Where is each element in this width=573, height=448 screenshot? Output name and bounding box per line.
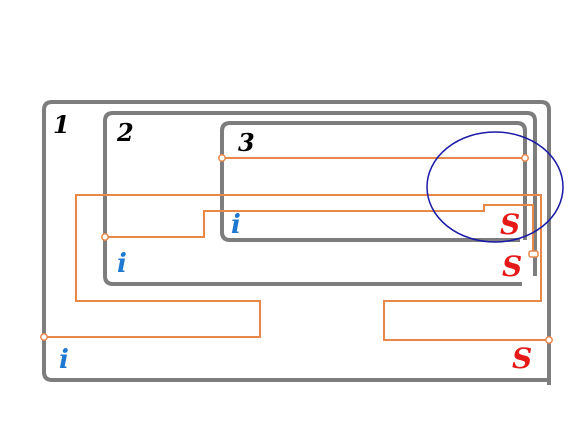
region-1-s-label: S: [512, 342, 532, 375]
region-3-number: 3: [238, 128, 255, 157]
wire-node-circle: [101, 233, 109, 241]
region-1-number: 1: [53, 110, 70, 139]
region-2-box: [103, 111, 537, 286]
region-3-i-label: i: [231, 210, 241, 240]
wire-region-2-stepped: [105, 204, 534, 253]
region-1-i-label: i: [59, 345, 69, 375]
wire-node-circle: [218, 154, 226, 162]
region-2-s-label: S: [502, 250, 522, 283]
wire-node-circle: [545, 336, 553, 344]
wire-region-1-outer: [44, 194, 549, 341]
region-3-s-label: S: [500, 208, 520, 241]
region-2-number: 2: [116, 118, 134, 147]
wire-nodes: [40, 154, 553, 344]
wire-node-circle: [40, 333, 48, 341]
region-3-box: [220, 121, 527, 242]
region-2-i-label: i: [117, 249, 127, 279]
wire-node-circle: [528, 250, 539, 258]
highlight-circle: [426, 131, 564, 243]
region-1-box: [42, 100, 551, 385]
wire-routes: [44, 157, 549, 341]
wire-node-circle: [521, 154, 529, 162]
